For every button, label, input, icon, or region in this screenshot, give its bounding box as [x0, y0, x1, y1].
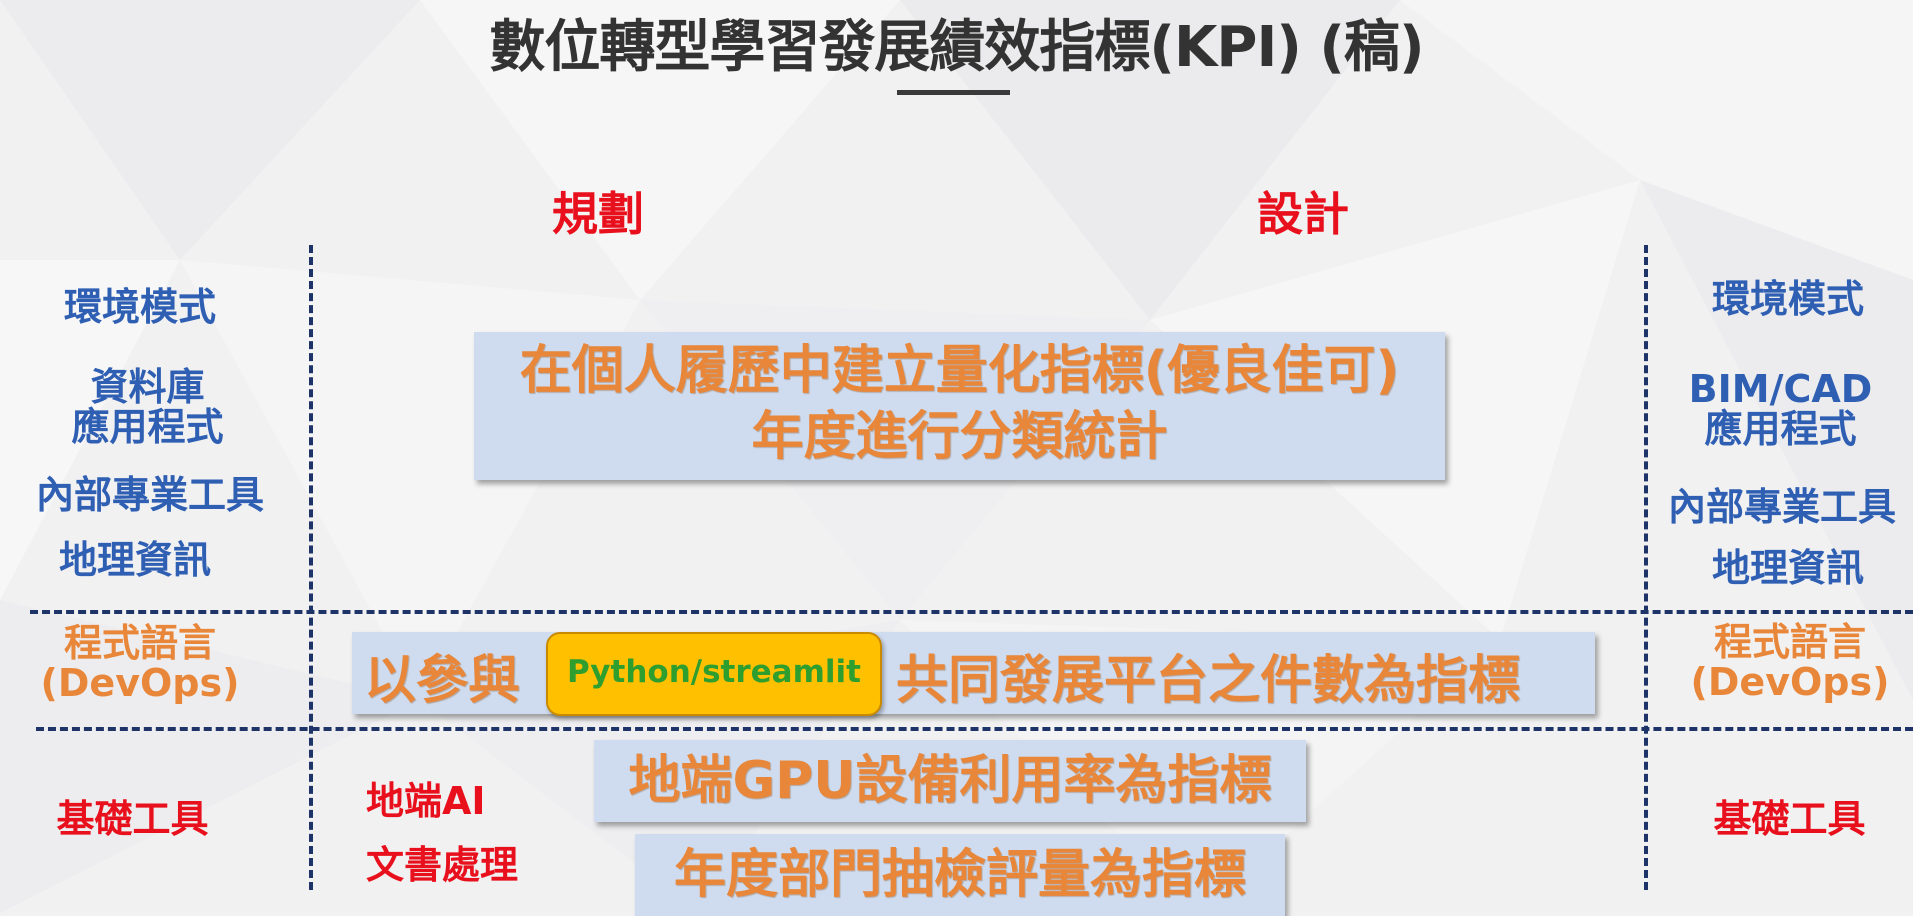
column-heading-design: 設計 [1257, 187, 1349, 241]
title-underline [897, 90, 1010, 95]
divider-vertical-right [1644, 245, 1648, 890]
right-label-programming: 程式語言 (DevOps) [1672, 620, 1908, 704]
kpi-resume-line1: 在個人履歷中建立量化指標(優良佳可) [519, 341, 1400, 401]
right-label-bim-cad-line1: BIM/CAD [1688, 367, 1873, 411]
base-item-document: 文書處理 [366, 843, 519, 887]
python-streamlit-badge: Python/streamlit [546, 632, 882, 716]
right-label-geo-info: 地理資訊 [1711, 546, 1864, 590]
left-label-programming-line2: (DevOps) [40, 660, 240, 705]
left-label-internal-tools: 內部專業工具 [35, 473, 264, 517]
page-title: 數位轉型學習發展績效指標(KPI) (稿) [489, 15, 1424, 80]
right-label-base-tools: 基礎工具 [1713, 797, 1866, 841]
gpu-utilization-box: 地端GPU設備利用率為指標 [594, 740, 1306, 822]
divider-horizontal-lower [36, 727, 1913, 731]
left-label-database-line2: 應用程式 [71, 404, 224, 449]
kpi-resume-box: 在個人履歷中建立量化指標(優良佳可) 年度進行分類統計 [474, 332, 1445, 480]
left-label-programming-line1: 程式語言 [63, 621, 216, 665]
right-label-bim-cad-line2: 應用程式 [1704, 406, 1857, 451]
left-label-environment: 環境模式 [63, 285, 216, 329]
participation-label: 以參與 [364, 651, 521, 711]
right-label-bim-cad: BIM/CAD 應用程式 [1668, 367, 1893, 451]
left-label-database: 資料庫 應用程式 [20, 365, 275, 449]
divider-vertical-left [309, 245, 313, 890]
divider-horizontal-upper [30, 610, 1913, 614]
audit-evaluation-box: 年度部門抽檢評量為指標 [635, 834, 1285, 916]
left-label-programming: 程式語言 (DevOps) [20, 621, 260, 705]
right-label-internal-tools: 內部專業工具 [1667, 485, 1896, 529]
right-label-environment: 環境模式 [1711, 277, 1864, 321]
platform-count-label: 共同發展平台之件數為指標 [896, 651, 1521, 711]
base-item-local-ai: 地端AI [366, 779, 486, 823]
left-label-geo-info: 地理資訊 [58, 538, 211, 582]
right-label-programming-line2: (DevOps) [1690, 659, 1890, 704]
right-label-programming-line1: 程式語言 [1713, 620, 1866, 664]
left-label-base-tools: 基礎工具 [56, 797, 209, 841]
kpi-resume-line2: 年度進行分類統計 [751, 407, 1168, 467]
left-label-database-line1: 資料庫 [90, 365, 205, 409]
column-heading-planning: 規劃 [552, 187, 644, 241]
